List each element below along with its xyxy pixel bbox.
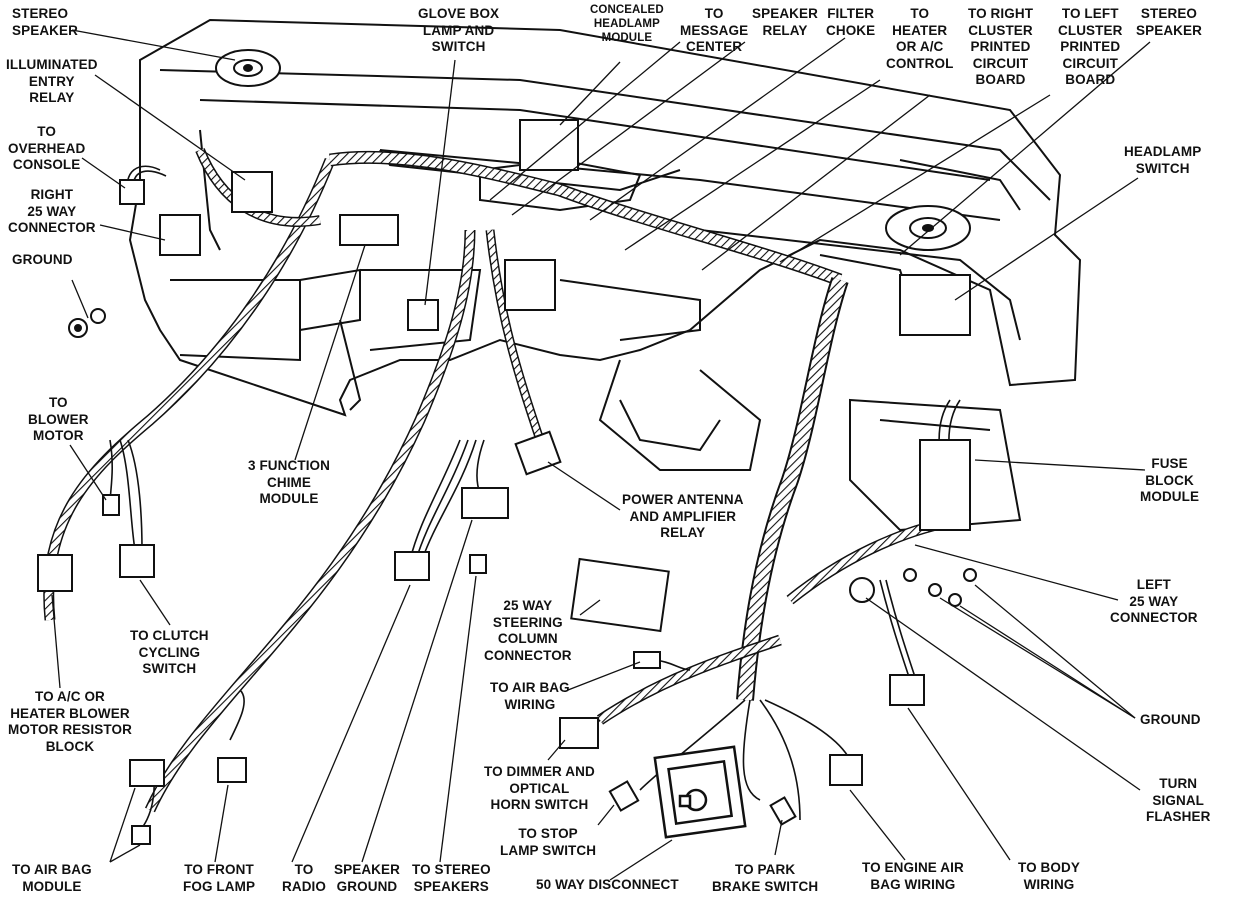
- headlamp-switch-icon: [899, 274, 971, 336]
- radio-connector-icon: [394, 551, 430, 581]
- label-illuminated-entry-relay: ILLUMINATED ENTRY RELAY: [6, 57, 98, 105]
- blower-motor-connector-icon: [102, 494, 120, 516]
- label-to-ac-heater-blower: TO A/C OR HEATER BLOWER MOTOR RESISTOR B…: [8, 689, 132, 754]
- illuminated-entry-relay-icon: [231, 171, 273, 213]
- label-speaker-ground: SPEAKER GROUND: [334, 862, 400, 894]
- label-ground-left: GROUND: [12, 252, 73, 267]
- label-to-clutch-cycling-switch: TO CLUTCH CYCLING SWITCH: [130, 628, 209, 676]
- label-fifty-way-disconnect: 50 WAY DISCONNECT: [536, 877, 679, 892]
- label-to-air-bag-module: TO AIR BAG MODULE: [12, 862, 92, 894]
- label-concealed-headlamp-module: CONCEALED HEADLAMP MODULE: [590, 4, 664, 44]
- label-to-body-wiring: TO BODY WIRING: [1018, 860, 1080, 892]
- label-to-message-center: TO MESSAGE CENTER: [680, 6, 749, 54]
- clutch-switch-connector-icon: [119, 544, 155, 578]
- label-stereo-speaker-right: STEREO SPEAKER: [1136, 6, 1202, 38]
- park-brake-connector-icon: [769, 796, 797, 826]
- air-bag-module-connector-icon: [129, 759, 165, 787]
- label-fuse-block-module: FUSE BLOCK MODULE: [1140, 456, 1200, 504]
- label-power-antenna-relay: POWER ANTENNA AND AMPLIFIER RELAY: [622, 492, 744, 540]
- label-to-overhead-console: TO OVERHEAD CONSOLE: [8, 124, 86, 172]
- dimmer-switch-connector-icon: [559, 717, 599, 749]
- label-headlamp-switch: HEADLAMP SWITCH: [1124, 144, 1202, 176]
- label-to-stop-lamp-switch: TO STOP LAMP SWITCH: [500, 826, 597, 858]
- label-to-radio: TO RADIO: [282, 862, 326, 894]
- air-bag-wiring-connector-icon: [633, 651, 661, 669]
- label-three-function-chime-module: 3 FUNCTION CHIME MODULE: [248, 458, 330, 506]
- label-left-25-way-connector: LEFT 25 WAY CONNECTOR: [1110, 577, 1198, 625]
- label-to-blower-motor: TO BLOWER MOTOR: [28, 395, 89, 443]
- fifty-way-disconnect-icon: [653, 745, 747, 839]
- stereo-speaker-right-icon: [885, 205, 971, 251]
- label-to-right-cluster-board: TO RIGHT CLUSTER PRINTED CIRCUIT BOARD: [968, 6, 1034, 87]
- label-stereo-speaker-left: STEREO SPEAKER: [12, 6, 78, 38]
- chime-module-icon: [339, 214, 399, 246]
- ground-icon: [68, 308, 977, 607]
- steering-column-connector-icon: [570, 557, 670, 633]
- engine-airbag-connector-icon: [829, 754, 863, 786]
- stereo-speaker-left-icon: [215, 49, 281, 87]
- fuse-block-module-icon: [919, 439, 971, 531]
- body-wiring-connector-icon: [889, 674, 925, 706]
- label-to-park-brake-switch: TO PARK BRAKE SWITCH: [712, 862, 819, 894]
- label-glove-box-lamp-switch: GLOVE BOX LAMP AND SWITCH: [418, 6, 500, 54]
- label-to-left-cluster-board: TO LEFT CLUSTER PRINTED CIRCUIT BOARD: [1058, 6, 1123, 87]
- stop-lamp-connector-icon: [608, 780, 640, 812]
- label-filter-choke: FILTER CHOKE: [826, 6, 876, 38]
- label-steering-column-connector: 25 WAY STEERING COLUMN CONNECTOR: [484, 598, 572, 663]
- label-to-front-fog-lamp: TO FRONT FOG LAMP: [183, 862, 256, 894]
- label-to-heater-ac-control: TO HEATER OR A/C CONTROL: [886, 6, 954, 71]
- label-to-dimmer-horn-switch: TO DIMMER AND OPTICAL HORN SWITCH: [484, 764, 595, 812]
- label-right-25-way-connector: RIGHT 25 WAY CONNECTOR: [8, 187, 96, 235]
- leader-lines: [51, 29, 1151, 881]
- right-25-way-connector-icon: [159, 214, 201, 256]
- speaker-connector-icon: [469, 554, 487, 574]
- connectors: [37, 119, 971, 845]
- label-to-air-bag-wiring: TO AIR BAG WIRING: [490, 680, 570, 712]
- resistor-block-connector-icon: [37, 554, 73, 592]
- label-ground-right: GROUND: [1140, 712, 1201, 727]
- label-to-engine-air-bag-wiring: TO ENGINE AIR BAG WIRING: [862, 860, 964, 892]
- fog-lamp-connector-icon: [217, 757, 247, 783]
- label-speaker-relay: SPEAKER RELAY: [752, 6, 818, 38]
- glove-box-switch-icon: [407, 299, 439, 331]
- concealed-headlamp-module-icon: [519, 119, 579, 171]
- label-to-stereo-speakers: TO STEREO SPEAKERS: [412, 862, 491, 894]
- label-turn-signal-flasher: TURN SIGNAL FLASHER: [1146, 776, 1211, 824]
- antenna-relay-connector-icon: [514, 430, 562, 476]
